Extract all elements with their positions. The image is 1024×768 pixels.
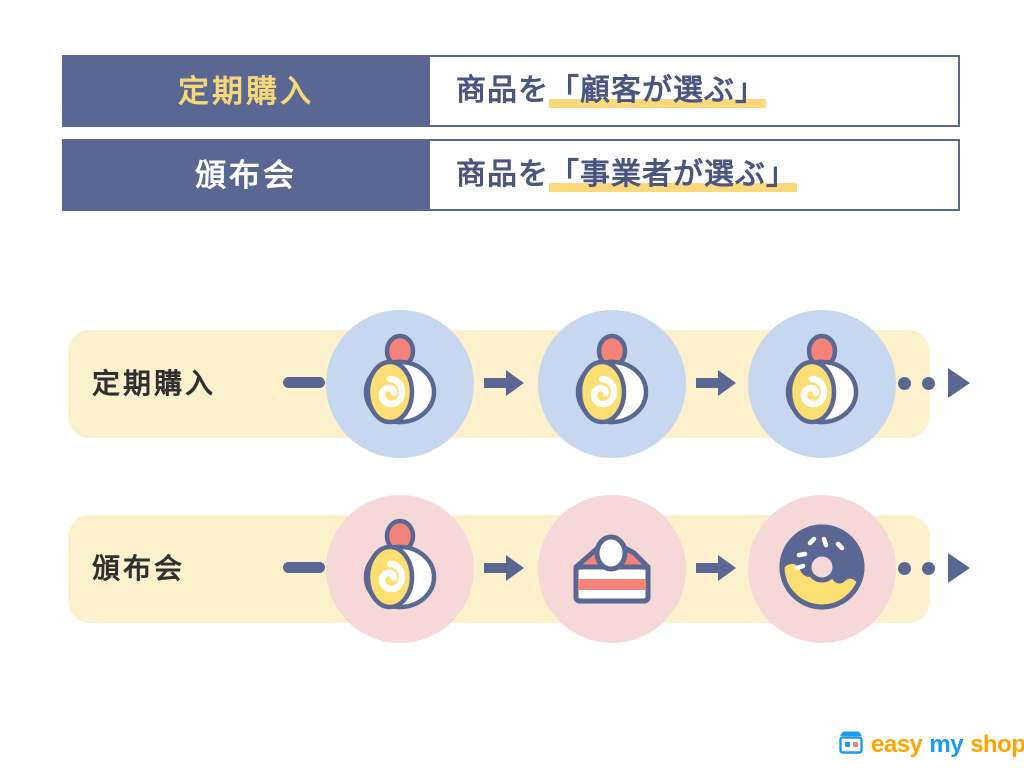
ellipsis-dot-icon	[898, 561, 911, 575]
table-cell-description: 商品を「事業者が選ぶ」	[430, 139, 960, 211]
flow-row-label: 頒布会	[92, 553, 186, 584]
roll-cake-icon	[348, 515, 452, 624]
description-highlight: 「事業者が選ぶ」	[549, 158, 797, 192]
ellipsis-dot-icon	[922, 376, 935, 390]
logo-word-shop: shop	[970, 730, 1024, 758]
table-row: 定期購入 商品を「顧客が選ぶ」	[62, 55, 960, 127]
play-triangle-icon	[948, 368, 970, 398]
term-label: 定期購入	[178, 73, 314, 109]
flow-item-2	[538, 495, 686, 643]
flow-continuation	[898, 368, 988, 398]
flow-item-2	[538, 310, 686, 458]
description-text: 商品を「事業者が選ぶ」	[456, 158, 797, 192]
ellipsis-dot-icon	[922, 561, 935, 575]
arrow-right-icon	[484, 553, 524, 583]
donut-icon	[770, 515, 874, 624]
play-triangle-icon	[948, 553, 970, 583]
dash-connector-icon	[283, 377, 325, 388]
flow-item-3	[748, 495, 896, 643]
flow-item-3	[748, 310, 896, 458]
flow-row-distribution: 頒布会	[0, 485, 1024, 670]
storefront-icon	[838, 730, 864, 759]
arrow-right-icon	[696, 368, 736, 398]
roll-cake-icon	[560, 330, 664, 439]
flow-row-subscription: 定期購入	[0, 300, 1024, 485]
table-row: 頒布会 商品を「事業者が選ぶ」	[62, 139, 960, 211]
arrow-right-icon	[696, 553, 736, 583]
description-prefix: 商品を	[456, 158, 549, 191]
cake-slice-icon	[560, 515, 664, 624]
flow-item-1	[326, 310, 474, 458]
description-text: 商品を「顧客が選ぶ」	[456, 74, 766, 108]
comparison-table: 定期購入 商品を「顧客が選ぶ」 頒布会 商品を「事業者が選ぶ」	[62, 55, 960, 223]
description-prefix: 商品を	[456, 74, 549, 107]
flow-continuation	[898, 553, 988, 583]
table-cell-term: 定期購入	[62, 55, 430, 127]
logo-word-my: my	[929, 730, 964, 758]
dash-connector-icon	[283, 562, 325, 573]
description-highlight: 「顧客が選ぶ」	[549, 74, 766, 108]
flow-row-label: 定期購入	[92, 368, 217, 399]
brand-logo: easy my shop	[838, 730, 1024, 759]
arrow-right-icon	[484, 368, 524, 398]
table-cell-description: 商品を「顧客が選ぶ」	[430, 55, 960, 127]
term-label: 頒布会	[195, 157, 297, 193]
roll-cake-icon	[770, 330, 874, 439]
flow-diagram: 定期購入	[0, 300, 1024, 670]
flow-item-1	[326, 495, 474, 643]
logo-word-easy: easy	[871, 730, 923, 758]
roll-cake-icon	[348, 330, 452, 439]
table-cell-term: 頒布会	[62, 139, 430, 211]
ellipsis-dot-icon	[898, 376, 911, 390]
